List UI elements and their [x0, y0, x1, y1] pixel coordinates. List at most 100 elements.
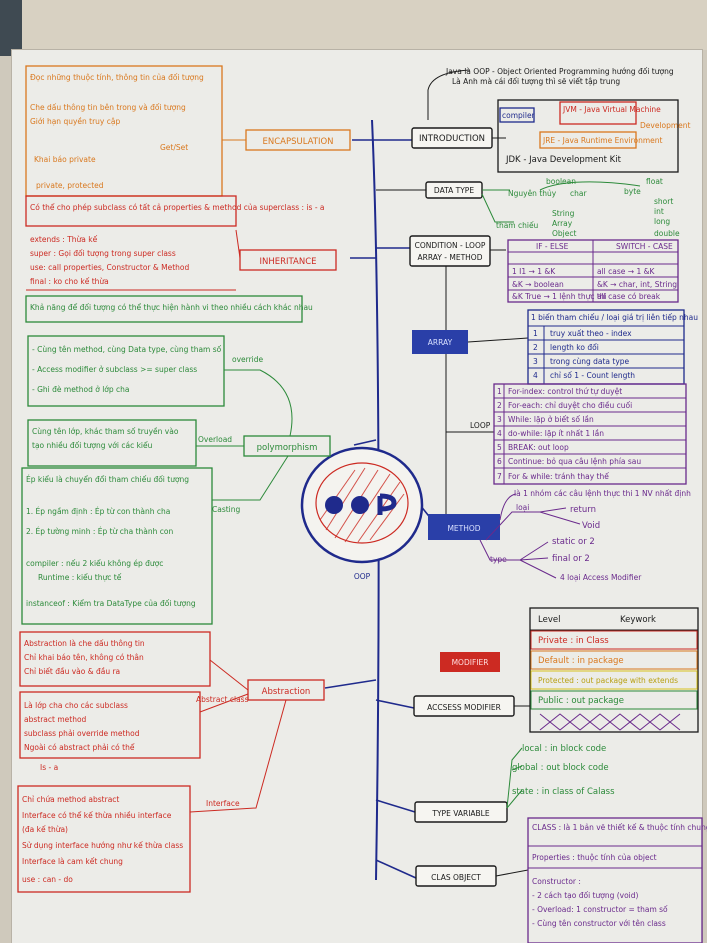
loop-t2: For-each: chỉ duyệt cho điều cuối: [508, 401, 632, 410]
cond-r1a: 1 I1 → 1 &K: [512, 267, 556, 276]
node-clas-object[interactable]: CLAS OBJECT: [431, 873, 481, 882]
inh-t4: use: call properties, Constructor & Meth…: [30, 263, 189, 272]
poly-c2: 1. Ép ngầm định : Ép từ con thành cha: [26, 507, 170, 516]
node-array-method[interactable]: ARRAY - METHOD: [418, 253, 483, 262]
abs-i5: Interface là cam kết chung: [22, 857, 123, 866]
intro-line2: Là Anh mà cái đối tượng thì sẽ viết tập …: [452, 77, 620, 86]
dt-item-5: int: [654, 207, 664, 216]
poly-o3: - Ghi đè method ở lớp cha: [32, 385, 130, 394]
poly-o2: - Access modifier ở subclass >= super cl…: [32, 365, 197, 374]
center-label: OOP: [354, 572, 371, 581]
poly-l2: tạo nhiều đối tượng với các kiểu: [32, 441, 153, 450]
abs-isa: Is - a: [40, 763, 58, 772]
node-abstraction[interactable]: Abstraction: [262, 687, 311, 697]
loop-n5: 5: [497, 443, 502, 452]
method-access: 4 loại Access Modifier: [560, 573, 642, 582]
loop-t7: For & while: tránh thay thế: [508, 472, 609, 481]
obj-c3: Constructor :: [532, 877, 581, 886]
node-type-variable[interactable]: TYPE VARIABLE: [431, 809, 489, 818]
intro-jvm: JVM - Java Virtual Machine: [562, 105, 661, 114]
mod-h1: Level: [538, 615, 560, 625]
node-polymorphism[interactable]: polymorphism: [257, 443, 318, 453]
array-row2-n: 2: [533, 343, 538, 352]
loop-n2: 2: [497, 401, 502, 410]
loop-t1: For-index: control thứ tự duyệt: [508, 387, 622, 396]
inh-t6: Khả năng để đối tượng có thể thực hiện h…: [30, 303, 313, 312]
method-return: return: [570, 505, 596, 515]
array-row4-t: chỉ số 1 - Count length: [550, 371, 635, 380]
inh-t3: super : Gọi đối tượng trong super class: [30, 249, 176, 258]
obj-c6: - Cùng tên constructor với tên class: [532, 919, 666, 928]
poly-c1: Ép kiểu là chuyển đổi tham chiếu đối tượ…: [26, 475, 189, 484]
loop-n3: 3: [497, 415, 502, 424]
mod-r3: Protected : out package with extends: [538, 676, 678, 685]
abs-a2: Chỉ khai báo tên, không có thân: [24, 653, 144, 662]
abs-b3: subclass phải override method: [24, 729, 140, 738]
dt-item-2: char: [570, 189, 587, 198]
array-highlight: [412, 330, 468, 354]
node-modifier[interactable]: MODIFIER: [452, 658, 489, 667]
modifier-highlight: [440, 652, 500, 672]
mod-r1: Private : in Class: [538, 636, 609, 646]
method-loai: loại: [516, 503, 529, 512]
method-final: final or 2: [552, 554, 590, 564]
encap-t3: Giới hạn quyền truy cập: [30, 117, 120, 126]
node-array[interactable]: ARRAY: [428, 338, 453, 347]
node-encapsulation[interactable]: ENCAPSULATION: [262, 137, 333, 147]
obj-c1: CLASS : là 1 bản vẽ thiết kế & thuộc tín…: [532, 823, 707, 832]
encap-t6: private, protected: [36, 181, 104, 190]
poly-o1: - Cùng tên method, cùng Data type, cùng …: [32, 345, 222, 354]
intro-dev: Development: [640, 121, 691, 130]
poly-l1: Cùng tên lớp, khác tham số truyền vào: [32, 427, 179, 436]
background-wall: [0, 0, 707, 50]
intro-line1: Java là OOP - Object Oriented Programmin…: [445, 67, 674, 76]
abs-b1: Là lớp cha cho các subclass: [24, 701, 128, 710]
obj-c5: - Overload: 1 constructor = tham số: [532, 905, 668, 914]
abs-b4: Ngoài có abstract phải có thể: [24, 743, 135, 752]
node-data-type[interactable]: DATA TYPE: [434, 186, 474, 195]
loop-t5: BREAK: out loop: [508, 443, 569, 452]
abs-i4: Sử dụng interface hướng như kế thừa clas…: [22, 841, 183, 850]
var-local: local : in block code: [522, 744, 606, 754]
var-global: global : out block code: [512, 763, 609, 773]
cond-r3b: all case có break: [597, 292, 661, 301]
method-desc: là 1 nhóm các câu lệnh thực thi 1 NV nhấ…: [514, 489, 691, 498]
poly-overload: Overload: [198, 435, 232, 444]
loop-n7: 7: [497, 472, 502, 481]
node-condition-loop[interactable]: CONDITION - LOOP: [415, 241, 486, 250]
dt-item-7: float: [646, 177, 663, 186]
abs-a3: Chỉ biết đầu vào & đầu ra: [24, 667, 120, 676]
poly-c4: compiler : nếu 2 kiểu không ép được: [26, 559, 163, 568]
letter-o1: [325, 496, 343, 514]
array-row1-n: 1: [533, 329, 538, 338]
poly-c5: Runtime : kiểu thực tế: [38, 573, 122, 582]
loop-t3: While: lặp ở biết số lần: [508, 415, 594, 424]
node-inheritance[interactable]: INHERITANCE: [259, 257, 316, 267]
array-row1-t: truy xuất theo - index: [550, 329, 632, 338]
array-head: 1 biến tham chiếu / loại giá trị liên ti…: [531, 313, 698, 322]
encap-t4: Khai báo private: [34, 155, 96, 164]
cond-switch: SWITCH - CASE: [616, 242, 673, 251]
dt-ref-2: Array: [552, 219, 573, 228]
mod-h2: Keywork: [620, 615, 656, 625]
node-accsess-modifier[interactable]: ACCSESS MODIFIER: [427, 703, 501, 712]
letter-o2: [351, 496, 369, 514]
node-method[interactable]: METHOD: [447, 524, 480, 533]
inh-t1: Có thể cho phép subclass có tất cả prope…: [30, 203, 325, 212]
loop-t4: do-while: lặp ít nhất 1 lần: [508, 429, 604, 438]
poly-inst: instanceof : Kiểm tra DataType của đối t…: [26, 599, 196, 608]
dt-ref-3: Object: [552, 229, 576, 238]
abs-i2: Interface có thể kế thừa nhiều interface: [22, 811, 172, 820]
poly-override: override: [232, 355, 264, 364]
abs-interface: Interface: [206, 799, 240, 808]
array-row3-n: 3: [533, 357, 538, 366]
array-row3-t: trong cùng data type: [550, 357, 630, 366]
dt-ref-1: String: [552, 209, 575, 218]
method-static: static or 2: [552, 537, 595, 547]
node-introduction[interactable]: INTRODUCTION: [419, 134, 485, 144]
intro-jdk: JDK - Java Development Kit: [505, 155, 622, 165]
abs-b2: abstract method: [24, 715, 87, 724]
loop-label: LOOP: [470, 421, 491, 430]
obj-c4: - 2 cách tạo đối tượng (void): [532, 891, 639, 900]
abs-i1: Chỉ chứa method abstract: [22, 795, 119, 804]
